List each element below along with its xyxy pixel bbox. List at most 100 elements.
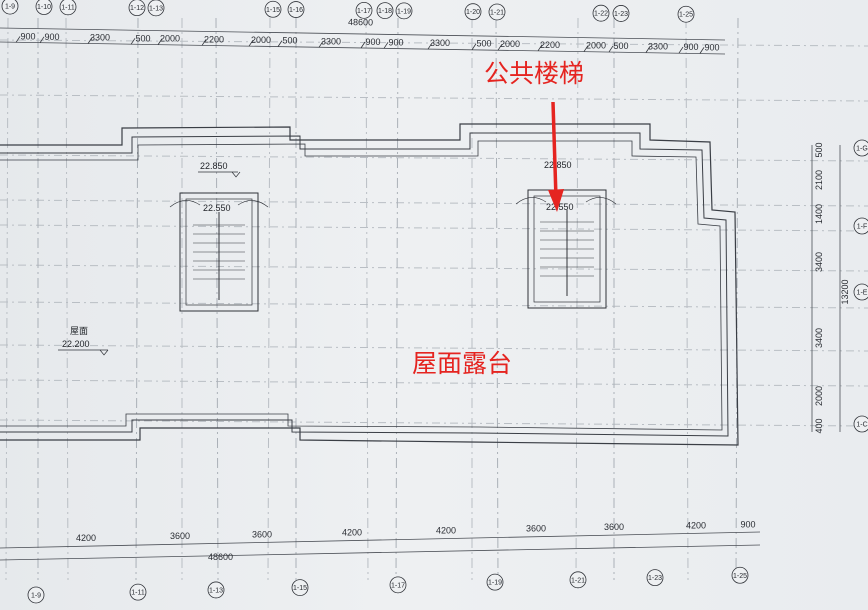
level-stair-floor-left: 22.550 <box>203 203 231 213</box>
dimension-tick <box>427 42 433 50</box>
svg-text:1-17: 1-17 <box>391 582 405 589</box>
top-dimension-label: 2200 <box>204 34 224 44</box>
axis-bubble-bottom: 1-13 <box>207 581 225 599</box>
svg-text:1-19: 1-19 <box>397 8 411 15</box>
top-dimension-label: 500 <box>282 36 297 46</box>
annotation-roof-terrace: 屋面露台 <box>412 349 512 378</box>
bottom-dimension-label: 4200 <box>76 533 96 543</box>
stair-left <box>169 192 269 312</box>
dimension-tick <box>201 39 207 46</box>
svg-text:1-25: 1-25 <box>733 573 747 580</box>
axis-bubble-top: 1-9 <box>1 0 19 15</box>
bottom-dimension-chain <box>0 531 761 561</box>
svg-text:1-18: 1-18 <box>378 8 392 15</box>
dimension-tick <box>678 46 684 54</box>
background-grid <box>0 17 868 581</box>
top-dimension-label: 900 <box>683 42 698 52</box>
right-dimension-label: 400 <box>814 418 824 433</box>
axis-bubble-bottom: 1-11 <box>129 583 147 601</box>
axis-bubble-top: 1-10 <box>35 0 53 15</box>
svg-text:1-22: 1-22 <box>594 11 608 18</box>
axis-bubble-right: 1-F <box>853 217 868 235</box>
level-stair-landing-right: 22.850 <box>544 160 572 170</box>
top-dimension-label: 3300 <box>90 33 110 43</box>
bottom-dimension-label: 900 <box>740 519 755 529</box>
dimension-tick <box>39 36 45 44</box>
bottom-dimension-label: 4200 <box>436 526 456 536</box>
svg-text:1-9: 1-9 <box>5 4 15 11</box>
right-dimension-label: 500 <box>814 142 824 157</box>
dimension-tick <box>87 37 93 44</box>
svg-text:1-12: 1-12 <box>130 5 144 12</box>
bottom-overall-dimension: 48600 <box>208 552 233 562</box>
svg-text:1-E: 1-E <box>857 290 868 297</box>
dimension-tick <box>130 38 136 45</box>
top-dimension-label: 500 <box>476 39 491 49</box>
axis-bubble-top: 1-22 <box>592 4 610 22</box>
svg-text:1-23: 1-23 <box>648 575 662 582</box>
dimension-tick <box>471 43 477 50</box>
top-overall-dimension: 48600 <box>348 17 373 27</box>
svg-text:1-G: 1-G <box>856 146 868 153</box>
axis-bubble-top: 1-13 <box>147 0 165 17</box>
stair-right <box>515 189 617 309</box>
svg-text:1-15: 1-15 <box>293 585 307 592</box>
axis-bubble-top: 1-12 <box>128 0 146 17</box>
building-outline <box>0 123 739 446</box>
top-dimension-label: 900 <box>44 32 59 42</box>
dimension-tick <box>645 46 651 53</box>
svg-text:1-11: 1-11 <box>131 590 145 597</box>
axis-bubble-top: 1-20 <box>464 3 482 21</box>
svg-text:1-13: 1-13 <box>209 587 223 594</box>
top-dimension-label: 3300 <box>430 38 450 48</box>
axis-bubble-bottom: 1-17 <box>389 576 407 594</box>
bottom-dimension-label: 3600 <box>526 524 546 534</box>
right-axis-bubbles: 1-G 1-F 1-E 1-C <box>853 139 868 433</box>
svg-text:1-25: 1-25 <box>679 12 693 19</box>
roof-label: 屋面 <box>70 326 88 336</box>
dimension-tick <box>360 41 366 49</box>
bottom-dimension-label: 4200 <box>342 528 362 538</box>
dimension-tick <box>277 40 283 47</box>
svg-text:1-21: 1-21 <box>490 9 504 16</box>
level-stair-landing-left: 22.850 <box>200 161 228 171</box>
svg-text:1-11: 1-11 <box>61 4 75 11</box>
axis-bubble-top: 1-15 <box>264 0 282 18</box>
right-overall-dimension: 13200 <box>840 279 850 304</box>
dimension-tick <box>699 47 705 54</box>
dimension-tick <box>318 41 324 48</box>
right-dimension-label: 3400 <box>814 252 824 272</box>
svg-text:1-15: 1-15 <box>266 7 280 14</box>
dimension-tick <box>608 45 614 53</box>
axis-bubble-right: 1-C <box>853 415 868 433</box>
svg-text:1-21: 1-21 <box>571 577 585 584</box>
axis-bubble-top: 1-17 <box>355 1 373 19</box>
axis-bubble-top: 1-19 <box>395 2 413 20</box>
dimension-tick <box>583 45 589 52</box>
top-dimension-label: 2000 <box>500 39 520 49</box>
annotation-public-stair: 公共楼梯 <box>484 59 584 88</box>
top-dimension-label: 900 <box>365 37 380 47</box>
top-dimension-label: 500 <box>613 41 628 51</box>
axis-bubble-bottom: 1-21 <box>569 571 587 589</box>
right-dimension-label: 2100 <box>814 170 824 190</box>
top-dimension-chain <box>0 27 726 55</box>
svg-text:1-16: 1-16 <box>289 7 303 14</box>
right-dimension-chain <box>811 145 841 432</box>
dimension-tick <box>15 36 21 43</box>
axis-bubble-right: 1-G <box>853 139 868 157</box>
svg-text:1-23: 1-23 <box>614 11 628 18</box>
dimension-tick <box>157 38 163 45</box>
dimension-tick <box>537 44 543 52</box>
top-dimension-label: 500 <box>135 33 150 43</box>
top-dimension-label: 900 <box>20 31 35 41</box>
svg-text:1-C: 1-C <box>856 422 867 429</box>
right-dimension-label: 3400 <box>814 328 824 348</box>
axis-bubble-top: 1-16 <box>287 1 305 18</box>
bottom-dimension-label: 3600 <box>170 531 190 541</box>
axis-bubble-bottom: 1-23 <box>646 569 664 587</box>
